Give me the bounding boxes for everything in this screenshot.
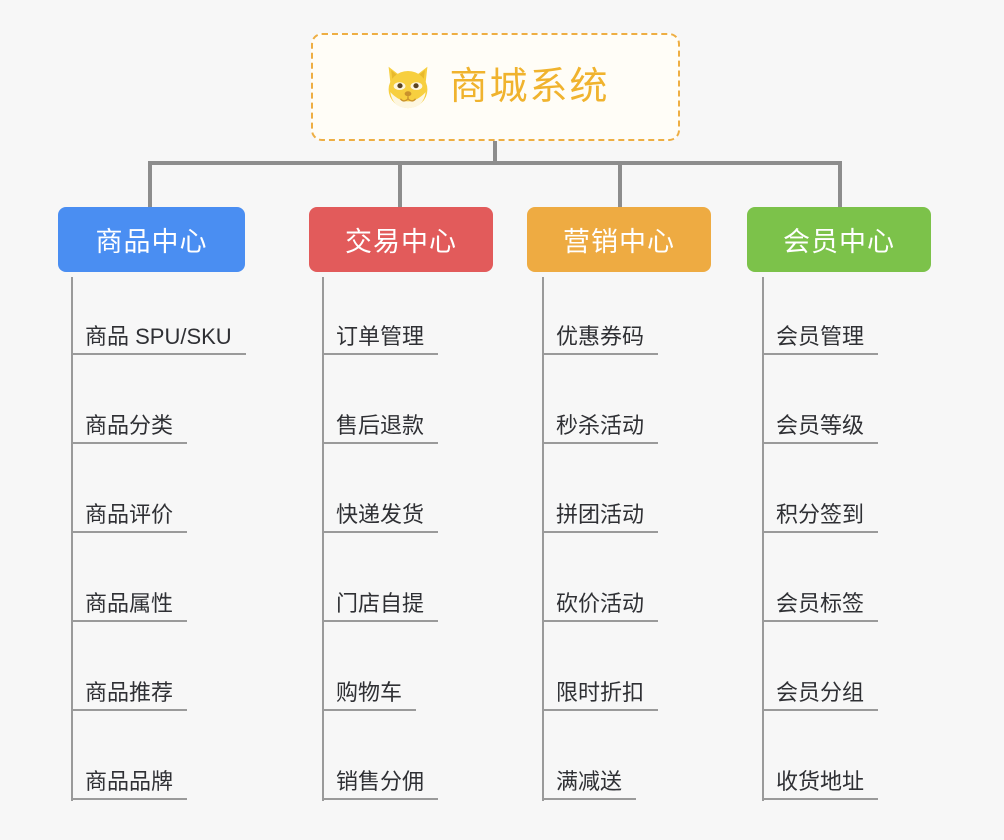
leaf-label: 商品品牌 <box>85 768 174 794</box>
leaf-item-4-2[interactable]: 会员等级 <box>762 398 879 444</box>
leaf-label: 收货地址 <box>776 768 865 794</box>
leaf-label: 商品属性 <box>85 590 174 616</box>
leaf-item-3-1[interactable]: 优惠券码 <box>542 309 659 355</box>
leaf-item-4-5[interactable]: 会员分组 <box>762 665 879 711</box>
root-node[interactable]: 商城系统 <box>311 33 680 141</box>
leaf-label: 门店自提 <box>336 590 425 616</box>
connector-drop-4 <box>838 161 842 208</box>
leaf-label: 商品评价 <box>85 501 174 527</box>
category-header-1-label: 商品中心 <box>95 227 208 257</box>
leaf-label: 拼团活动 <box>556 501 645 527</box>
leaf-item-3-4[interactable]: 砍价活动 <box>542 576 659 622</box>
leaf-label: 满减送 <box>556 768 623 794</box>
leaf-item-4-1[interactable]: 会员管理 <box>762 309 879 355</box>
leaf-item-1-5[interactable]: 商品推荐 <box>71 665 188 711</box>
leaf-label: 售后退款 <box>336 412 425 438</box>
category-header-3-label: 营销中心 <box>563 227 675 257</box>
leaf-label: 商品 SPU/SKU <box>85 323 232 349</box>
leaf-item-4-6[interactable]: 收货地址 <box>762 754 879 800</box>
leaf-label: 会员等级 <box>776 412 865 438</box>
category-header-3[interactable]: 营销中心 <box>527 207 711 272</box>
column-trunk-2 <box>322 277 324 801</box>
leaf-label: 会员管理 <box>776 323 865 349</box>
leaf-item-1-1[interactable]: 商品 SPU/SKU <box>71 309 246 355</box>
category-header-4[interactable]: 会员中心 <box>747 207 931 272</box>
leaf-item-2-4[interactable]: 门店自提 <box>322 576 439 622</box>
leaf-label: 快递发货 <box>336 501 425 527</box>
connector-drop-2 <box>398 161 402 208</box>
leaf-label: 订单管理 <box>336 323 425 349</box>
leaf-item-3-5[interactable]: 限时折扣 <box>542 665 659 711</box>
leaf-item-2-5[interactable]: 购物车 <box>322 665 417 711</box>
connector-root-stem <box>493 141 497 164</box>
leaf-label: 商品推荐 <box>85 679 174 705</box>
category-header-1[interactable]: 商品中心 <box>58 207 245 272</box>
leaf-label: 商品分类 <box>85 412 174 438</box>
leaf-label: 会员标签 <box>776 590 865 616</box>
leaf-item-1-3[interactable]: 商品评价 <box>71 487 188 533</box>
leaf-label: 限时折扣 <box>556 679 645 705</box>
leaf-item-4-3[interactable]: 积分签到 <box>762 487 879 533</box>
leaf-item-1-2[interactable]: 商品分类 <box>71 398 188 444</box>
shiba-dog-face-icon <box>381 60 435 114</box>
category-header-2[interactable]: 交易中心 <box>309 207 493 272</box>
leaf-item-3-6[interactable]: 满减送 <box>542 754 637 800</box>
leaf-label: 会员分组 <box>776 679 865 705</box>
connector-drop-1 <box>148 161 152 208</box>
leaf-item-2-1[interactable]: 订单管理 <box>322 309 439 355</box>
leaf-label: 销售分佣 <box>336 768 425 794</box>
leaf-item-4-4[interactable]: 会员标签 <box>762 576 879 622</box>
leaf-item-1-6[interactable]: 商品品牌 <box>71 754 188 800</box>
leaf-item-2-3[interactable]: 快递发货 <box>322 487 439 533</box>
leaf-label: 积分签到 <box>776 501 865 527</box>
leaf-item-1-4[interactable]: 商品属性 <box>71 576 188 622</box>
leaf-label: 购物车 <box>336 679 403 705</box>
leaf-item-3-3[interactable]: 拼团活动 <box>542 487 659 533</box>
leaf-label: 优惠券码 <box>556 323 645 349</box>
column-trunk-4 <box>762 277 764 801</box>
category-header-2-label: 交易中心 <box>345 227 457 257</box>
connector-drop-3 <box>618 161 622 208</box>
category-header-4-label: 会员中心 <box>783 227 895 257</box>
leaf-label: 砍价活动 <box>556 590 645 616</box>
leaf-label: 秒杀活动 <box>556 412 645 438</box>
root-title: 商城系统 <box>449 66 610 108</box>
column-trunk-1 <box>71 277 73 801</box>
leaf-item-3-2[interactable]: 秒杀活动 <box>542 398 659 444</box>
leaf-item-2-2[interactable]: 售后退款 <box>322 398 439 444</box>
leaf-item-2-6[interactable]: 销售分佣 <box>322 754 439 800</box>
connector-horizontal-bus <box>148 161 842 165</box>
column-trunk-3 <box>542 277 544 801</box>
